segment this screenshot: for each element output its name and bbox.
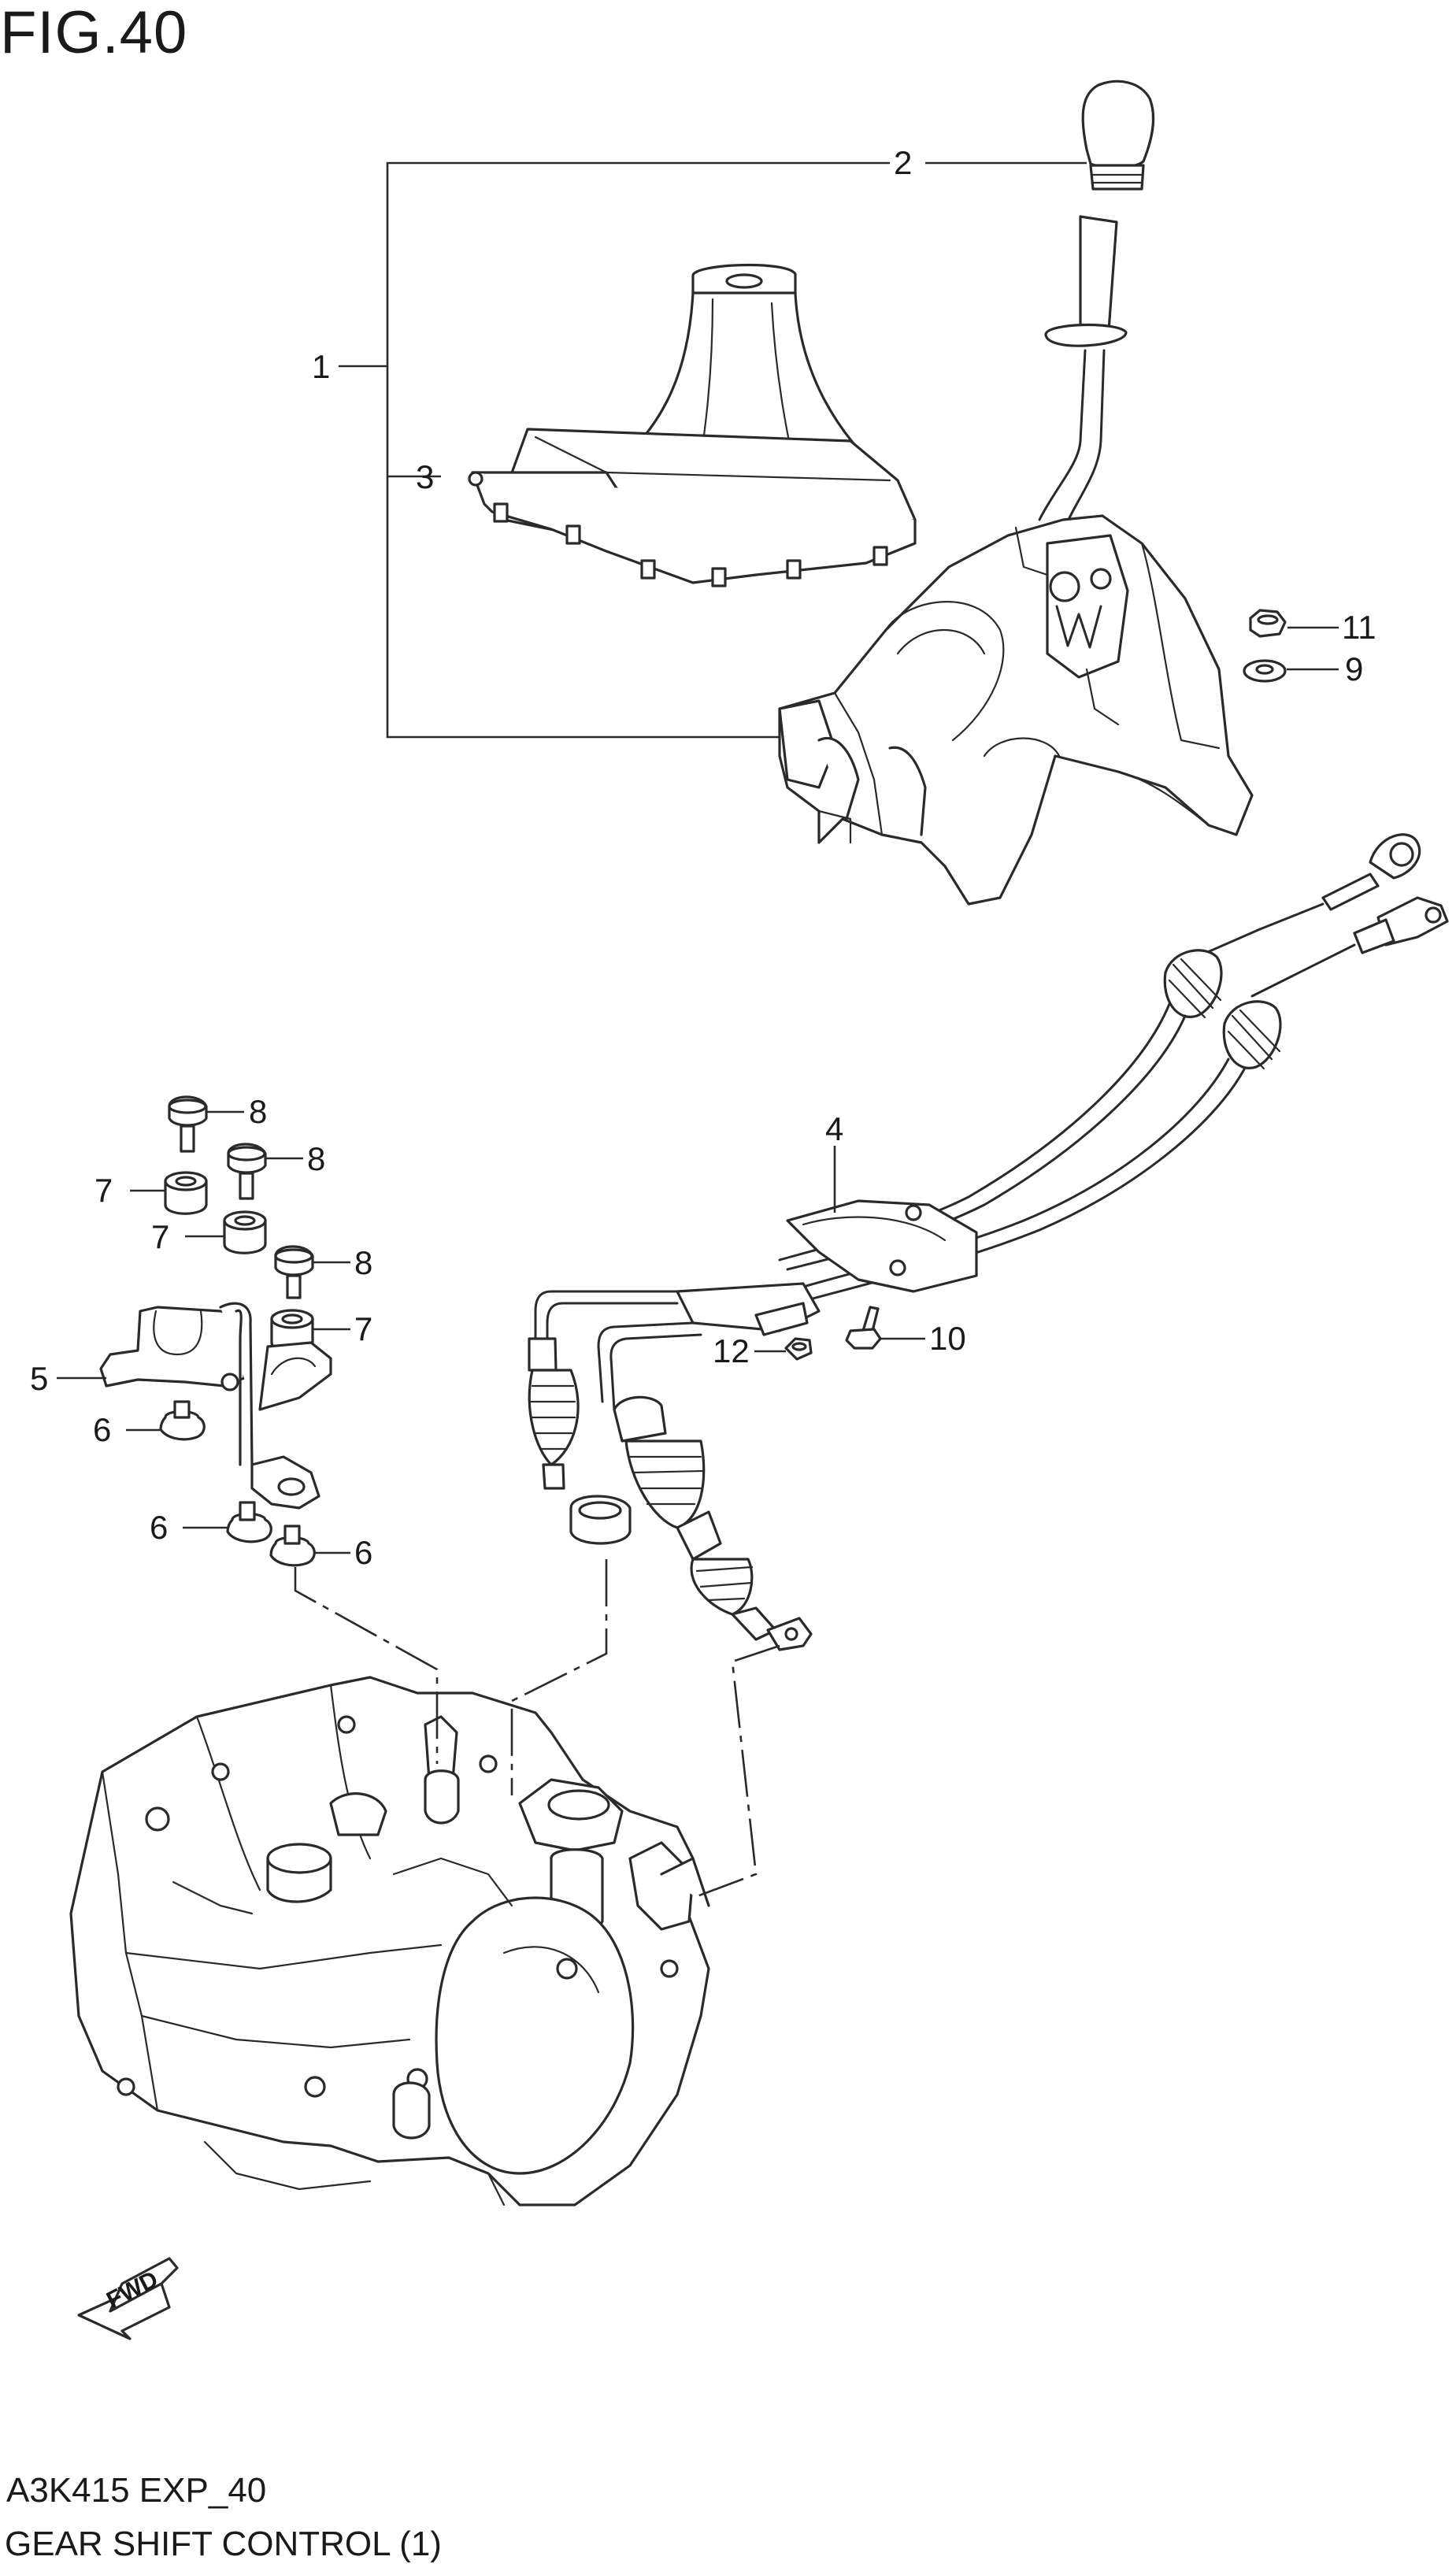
- callout-4: 4: [825, 1110, 843, 1147]
- callout-8-lower: 8: [354, 1244, 372, 1281]
- callout-8-upper: 8: [249, 1093, 267, 1130]
- washer-9: [1243, 659, 1287, 683]
- shift-cable-assembly: [528, 833, 1449, 1651]
- grommet-6-lower-left: [226, 1501, 272, 1543]
- shift-knob: [1081, 80, 1155, 191]
- bushing-7-upper: [164, 1171, 208, 1215]
- connection-lines: [294, 1559, 780, 1899]
- bolt-10: [845, 1306, 882, 1350]
- shift-lever-housing: [778, 514, 1254, 906]
- callout-7-lower: 7: [354, 1310, 372, 1347]
- bracket-5: [99, 1302, 332, 1510]
- shift-boot: [468, 263, 917, 587]
- shift-lever: [1038, 215, 1128, 529]
- grommet-6-lower-right: [269, 1525, 316, 1567]
- callout-2: 2: [894, 144, 912, 181]
- bolt-8-upper: [168, 1095, 208, 1153]
- callout-11: 11: [1342, 609, 1376, 646]
- nut-11: [1249, 609, 1287, 638]
- callout-6-lower-right: 6: [354, 1534, 372, 1571]
- diagram-caption: GEAR SHIFT CONTROL (1): [5, 2525, 442, 2563]
- transmission-case: [69, 1676, 710, 2206]
- callout-7-middle: 7: [151, 1218, 169, 1255]
- callout-10: 10: [929, 1320, 966, 1357]
- callout-7-upper: 7: [94, 1172, 113, 1209]
- callout-labels: 1 2 3 4 5 6 6 6 7 7 7 8 8 8 9 10 11 12: [30, 144, 1376, 1571]
- callout-8-middle: 8: [307, 1140, 325, 1177]
- grommet-6-upper: [159, 1400, 206, 1441]
- callout-6-upper: 6: [93, 1411, 111, 1448]
- callout-9: 9: [1345, 650, 1363, 687]
- callout-3: 3: [416, 458, 434, 495]
- group-1-bracket: [339, 161, 1087, 739]
- callout-6-lower-left: 6: [150, 1509, 168, 1546]
- bushing-7-middle: [223, 1210, 267, 1254]
- callout-12: 12: [713, 1332, 750, 1369]
- nut-12: [784, 1337, 813, 1361]
- model-code: A3K415 EXP_40: [6, 2471, 267, 2510]
- fwd-arrow-icon: FWD: [77, 2257, 179, 2340]
- callout-1: 1: [312, 348, 330, 385]
- bolt-8-middle: [227, 1143, 267, 1200]
- bolt-8-lower: [274, 1245, 314, 1299]
- callout-5: 5: [30, 1360, 48, 1397]
- figure-title: FIG.40: [0, 0, 188, 66]
